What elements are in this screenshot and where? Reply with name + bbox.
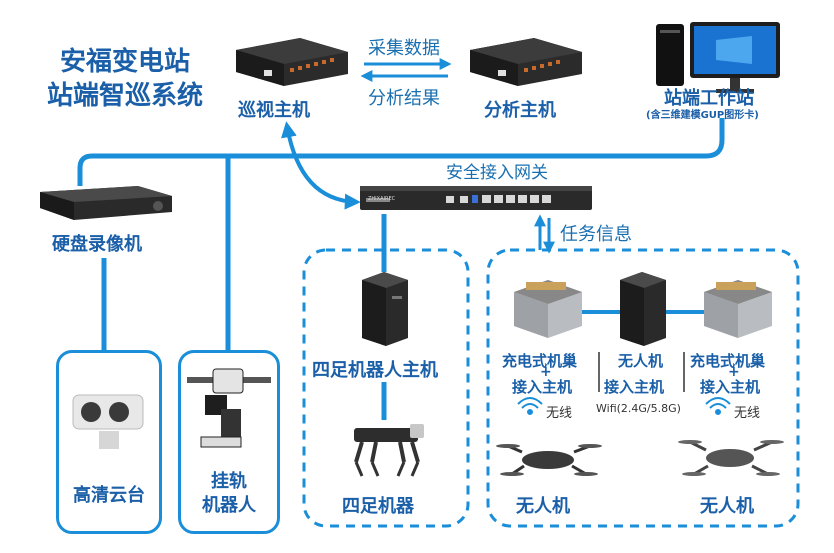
result-label: 分析结果 (368, 88, 440, 109)
collect-label: 采集数据 (368, 38, 440, 59)
quadruped-robot (354, 424, 424, 477)
rail-robot-icon (187, 368, 271, 448)
nvr-label: 硬盘录像机 (52, 234, 142, 255)
rail-robot-label-line1: 挂轨 (211, 471, 247, 492)
analysis-host-device (470, 38, 582, 86)
patrol-host-label: 巡视主机 (238, 100, 310, 121)
quadruped-label: 四足机器 (342, 496, 414, 517)
wireless-right-label: 无线 (734, 406, 761, 421)
quadruped-dashed-group (302, 248, 470, 528)
nest-right-label-line2: 接入主机 (700, 378, 761, 396)
patrol-gateway-link (281, 121, 361, 210)
task-label: 任务信息 (560, 224, 632, 245)
uav-right-label: 无人机 (700, 496, 754, 517)
ptz-box: 高清云台 (56, 350, 162, 534)
ptz-label: 高清云台 (73, 485, 145, 506)
uav-dashed-group (486, 248, 800, 528)
uav-host-label-line2: 接入主机 (604, 378, 665, 396)
workstation-note: (含三维建模GUP图形卡) (646, 110, 759, 121)
workstation-label: 站端工作站 (664, 88, 754, 109)
rail-robot-label-line2: 机器人 (202, 495, 256, 516)
wireless-left-label: 无线 (546, 406, 573, 421)
nest-right-plus: + (728, 364, 740, 380)
rail-robot-box: 挂轨 机器人 (178, 350, 280, 534)
uav-right-drone (678, 440, 784, 476)
nest-right-device (704, 280, 772, 338)
quadruped-host-device (362, 272, 408, 346)
patrol-host-device (236, 38, 348, 86)
wifi-label: Wifi(2.4G/5.8G) (596, 402, 681, 415)
workstation-device (656, 22, 780, 93)
uav-host-device (620, 272, 666, 346)
uav-left-label: 无人机 (516, 496, 570, 517)
wireless-icon-left (517, 397, 543, 415)
wireless-icon-right (705, 397, 731, 415)
nest-left-label-line2: 接入主机 (512, 378, 573, 396)
ptz-camera-icon (72, 394, 144, 449)
bus-line (77, 118, 725, 186)
quadruped-host-label: 四足机器人主机 (312, 360, 438, 381)
nest-right-label-line1: 充电式机巢 (690, 352, 766, 370)
nest-left-label-line1: 充电式机巢 (502, 352, 578, 370)
uav-host-label-line1: 无人机 (618, 352, 664, 370)
analysis-host-label: 分析主机 (484, 100, 556, 121)
nest-left-device (514, 280, 582, 338)
nest-left-plus: + (540, 364, 552, 380)
system-title-line2: 站端智巡系统 (46, 81, 203, 111)
nvr-device (40, 186, 172, 220)
uav-left-drone (496, 444, 602, 476)
gateway-brand-label: ZHIXAIREC (368, 196, 396, 202)
system-title-line1: 安福变电站 (59, 47, 190, 77)
gateway-label: 安全接入网关 (446, 163, 548, 183)
gateway-device (360, 186, 592, 210)
